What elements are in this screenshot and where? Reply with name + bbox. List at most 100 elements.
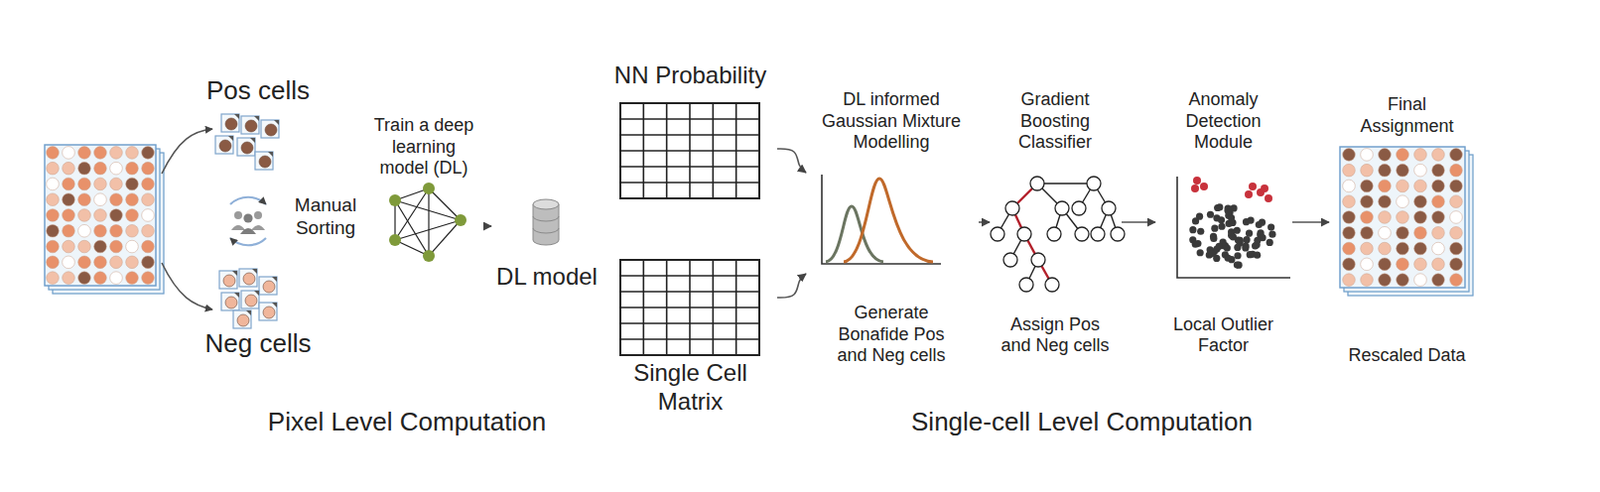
final-image-stack-part <box>1414 226 1428 240</box>
outlier-scatter-plot-part <box>1236 237 1244 245</box>
decision-tree-icon-part <box>990 227 1005 242</box>
neural-network-icon-part <box>395 188 429 241</box>
neg-cell-icons-part <box>232 270 238 276</box>
neg-cell-icons-part <box>234 292 240 298</box>
step-title: Gradient Boosting Classifier <box>1000 89 1110 154</box>
outlier-scatter-plot-part <box>1233 252 1241 260</box>
final-image-stack-part <box>1342 179 1356 193</box>
process-step: DL model <box>492 194 602 292</box>
input-image-stack-part <box>94 224 108 238</box>
manual-sorting-icon-part <box>251 225 266 231</box>
final-image-stack-part <box>1432 242 1446 256</box>
outlier-scatter-plot-part <box>1223 254 1231 262</box>
input-image-stack-part <box>62 271 76 285</box>
outlier-scatter-plot-part <box>1229 233 1237 241</box>
process-step: Anomaly Detection ModuleLocal Outlier Fa… <box>1156 89 1291 358</box>
final-image-stack-part <box>1414 179 1428 193</box>
input-image-stack-part <box>46 271 60 285</box>
input-image-stack-part <box>141 256 155 269</box>
input-image-stack-part <box>78 209 92 223</box>
nn-probability-table-part <box>620 133 760 136</box>
neg-cell-icons-part <box>259 276 277 295</box>
input-image-stack-part <box>126 271 139 285</box>
final-image-stack-part <box>1360 258 1374 271</box>
final-image-stack-part <box>1432 148 1446 162</box>
outlier-scatter-plot-part <box>1192 217 1200 225</box>
input-image-stack-part <box>141 193 155 207</box>
final-image-stack-part <box>1396 211 1410 225</box>
final-image-stack-part <box>1414 242 1428 256</box>
input-image-stack-part <box>62 256 76 269</box>
outlier-scatter-plot-part <box>1268 231 1276 239</box>
neg-cell-icons-part <box>254 290 260 296</box>
outlier-scatter-plot-part <box>1253 252 1261 260</box>
outlier-scatter-plot-part <box>1207 250 1215 258</box>
flow-arrow <box>484 225 492 228</box>
neural-network-icon-part <box>422 182 435 195</box>
final-image-stack-part <box>1450 242 1464 256</box>
step-note: Assign Pos and Neg cells <box>993 314 1117 358</box>
final-image-stack-part <box>1414 211 1428 225</box>
single-cell-matrix-table-part <box>620 322 760 325</box>
input-image-stack-part <box>78 177 92 191</box>
process-step: DL informed Gaussian Mixture ModellingGe… <box>805 89 977 368</box>
manual-sorting-icon-part <box>234 211 243 220</box>
outlier-scatter-plot-part <box>1246 251 1254 259</box>
input-image-stack-part <box>62 193 76 207</box>
decision-tree-icon-part <box>1086 176 1101 191</box>
input-image-stack-part <box>78 240 92 254</box>
final-image-stack-part <box>1360 273 1374 287</box>
decision-tree-icon <box>990 176 1125 292</box>
outlier-scatter-plot-part <box>1197 249 1204 257</box>
final-image-stack-part <box>1432 258 1446 271</box>
pos-cell-icons-part <box>225 118 238 131</box>
decision-tree-icon-part <box>1047 227 1062 242</box>
step-title: NN Probability <box>614 61 767 91</box>
outlier-scatter-plot-part <box>1225 220 1233 228</box>
input-image-stack-part <box>94 209 108 223</box>
final-image-stack-part <box>1378 258 1392 271</box>
final-image-stack <box>1339 146 1473 296</box>
input-image-stack-part <box>126 256 139 269</box>
step-title: DL model <box>496 263 598 292</box>
final-image-stack-part <box>1342 242 1356 256</box>
process-step: Gradient Boosting ClassifierAssign Pos a… <box>990 89 1120 358</box>
neural-network-icon-part <box>395 220 461 241</box>
neg-cell-icons-part <box>259 302 277 321</box>
neg-cell-icons-part <box>223 274 236 287</box>
process-step: Train a deep learning model (DL) <box>365 115 483 269</box>
final-image-stack-part <box>1432 179 1446 193</box>
nn-probability-table-part <box>620 181 760 184</box>
neg-cell-icons-part <box>245 294 258 307</box>
final-image-stack-part <box>1414 148 1428 162</box>
decision-tree-icon-part <box>1071 201 1086 216</box>
decision-tree-icon-part <box>1055 201 1069 216</box>
outlier-scatter-plot-part <box>1233 261 1241 268</box>
final-image-stack-part <box>1360 163 1374 177</box>
decision-tree-icon-part <box>1090 227 1105 242</box>
final-image-stack-part <box>1378 179 1392 193</box>
outlier-scatter-plot-part <box>1225 209 1233 217</box>
input-image-stack-part <box>141 209 155 223</box>
outlier-scatter-plot-part <box>1244 190 1253 199</box>
step-title: Pos cells <box>206 75 310 107</box>
input-image-stack-part <box>46 193 60 207</box>
final-image-stack-part <box>1378 242 1392 256</box>
final-image-stack-part <box>1450 148 1464 162</box>
outlier-scatter-plot-part <box>1177 176 1291 278</box>
final-image-stack-part <box>1342 195 1356 209</box>
outlier-scatter-plot-part <box>1215 243 1223 251</box>
step-title: Anomaly Detection Module <box>1168 89 1280 154</box>
final-image-stack-part <box>1378 148 1392 162</box>
decision-tree-icon-part <box>1074 227 1089 242</box>
gaussian-mixture-plot-part <box>821 174 941 265</box>
final-image-stack-part <box>1360 226 1374 240</box>
outlier-scatter-plot-part <box>1264 194 1273 203</box>
neural-network-icon-part <box>422 250 435 263</box>
input-image-stack-part <box>94 161 108 175</box>
final-image-stack-part <box>1432 163 1446 177</box>
neg-cell-icons <box>219 268 277 329</box>
outlier-scatter-plot-part <box>1194 240 1201 248</box>
outlier-scatter-plot-part <box>1210 225 1218 233</box>
